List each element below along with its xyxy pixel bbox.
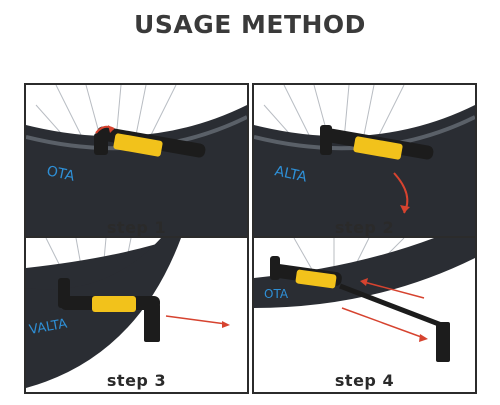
- tire-text: OTA: [45, 163, 76, 185]
- tire-text: OTA: [264, 287, 289, 301]
- step-3-illustration: VALTA: [26, 238, 230, 388]
- step-4-illustration: OTA: [254, 238, 475, 362]
- tire-text: ALTA: [273, 163, 309, 185]
- pull-arrow: [165, 315, 227, 325]
- pump: [58, 278, 160, 342]
- pump: [320, 125, 434, 160]
- tire-lower: [26, 238, 181, 388]
- step-2-label: step 2: [334, 218, 395, 237]
- step-2-panel: ALTA step 2: [252, 83, 477, 241]
- step-1-illustration: OTA: [26, 85, 247, 239]
- step-1-panel: OTA step 1: [24, 83, 249, 241]
- step-4-panel: OTA step 4: [252, 236, 477, 394]
- step-3-panel: VALTA step 3: [24, 236, 249, 394]
- tire-text: VALTA: [28, 317, 68, 338]
- pump: [270, 256, 450, 362]
- tire: [254, 238, 475, 308]
- step-1-label: step 1: [106, 218, 167, 237]
- step-4-label: step 4: [334, 371, 395, 390]
- page-title: USAGE METHOD: [134, 10, 366, 39]
- pump: [94, 126, 206, 158]
- pull-arrow: [341, 307, 425, 339]
- step-2-illustration: ALTA: [254, 85, 475, 239]
- step-3-label: step 3: [106, 371, 167, 390]
- push-arrow: [363, 281, 425, 299]
